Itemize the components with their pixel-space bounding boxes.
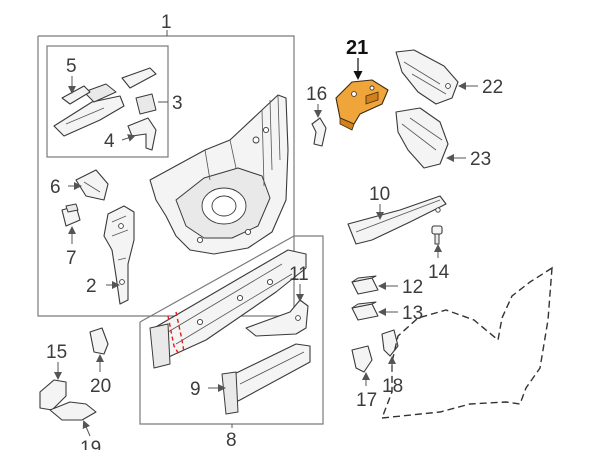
part-10-upper-rail[interactable] — [347, 195, 447, 245]
part-7-small-bracket[interactable] — [61, 203, 81, 227]
part-20-bracket[interactable] — [89, 327, 109, 355]
part-17-bracket[interactable] — [351, 345, 373, 373]
callout-19: 19 — [80, 438, 101, 450]
callout-21: 21 — [346, 37, 368, 59]
callout-6: 6 — [50, 177, 61, 198]
part-5-clip[interactable] — [61, 85, 91, 105]
callout-10: 10 — [369, 184, 390, 205]
callout-3: 3 — [172, 93, 183, 114]
part-18-bracket[interactable] — [381, 329, 399, 357]
part-3-bracket-set[interactable] — [53, 67, 157, 137]
callout-4: 4 — [104, 131, 115, 152]
part-23-lower-support[interactable] — [395, 107, 449, 169]
callout-1: 1 — [161, 12, 172, 33]
callout-14: 14 — [428, 262, 450, 283]
part-13-block[interactable] — [351, 301, 379, 321]
part-9-extension[interactable] — [221, 343, 311, 415]
cut-line — [167, 311, 185, 357]
group-box-8-diag — [139, 235, 295, 323]
callout-12: 12 — [402, 277, 423, 298]
callout-2: 2 — [86, 276, 97, 297]
leader-4 — [121, 134, 136, 142]
group-box-8 — [139, 235, 324, 425]
callout-9: 9 — [190, 379, 201, 400]
part-14-bolt[interactable] — [431, 225, 443, 245]
part-2-pillar-reinforcement[interactable] — [103, 205, 135, 305]
leader-19 — [82, 420, 91, 437]
callout-13: 13 — [402, 303, 423, 324]
part-6-gusset[interactable] — [75, 169, 109, 201]
callout-23: 23 — [470, 149, 491, 170]
callout-11: 11 — [289, 264, 309, 285]
callout-7: 7 — [66, 248, 77, 269]
callout-20: 20 — [90, 376, 111, 397]
part-19-clip[interactable] — [49, 401, 97, 421]
callout-18: 18 — [382, 376, 403, 397]
part-11-bracket[interactable] — [245, 299, 309, 337]
part-21-highlighted-bracket[interactable] — [335, 79, 389, 131]
part-4-brace[interactable] — [127, 117, 157, 151]
callout-5: 5 — [66, 56, 77, 77]
callout-8: 8 — [226, 430, 237, 450]
part-15-plate[interactable] — [39, 379, 67, 411]
fender-outline — [380, 266, 553, 419]
callout-17: 17 — [356, 390, 377, 411]
part-22-upper-support[interactable] — [395, 49, 459, 105]
callout-22: 22 — [482, 77, 503, 98]
part-8-side-member[interactable] — [149, 249, 307, 369]
part-1-front-apron[interactable] — [149, 94, 289, 255]
part-12-block[interactable] — [351, 275, 379, 295]
callout-16: 16 — [306, 84, 327, 105]
part-16-hook[interactable] — [311, 117, 327, 147]
callout-15: 15 — [46, 342, 67, 363]
